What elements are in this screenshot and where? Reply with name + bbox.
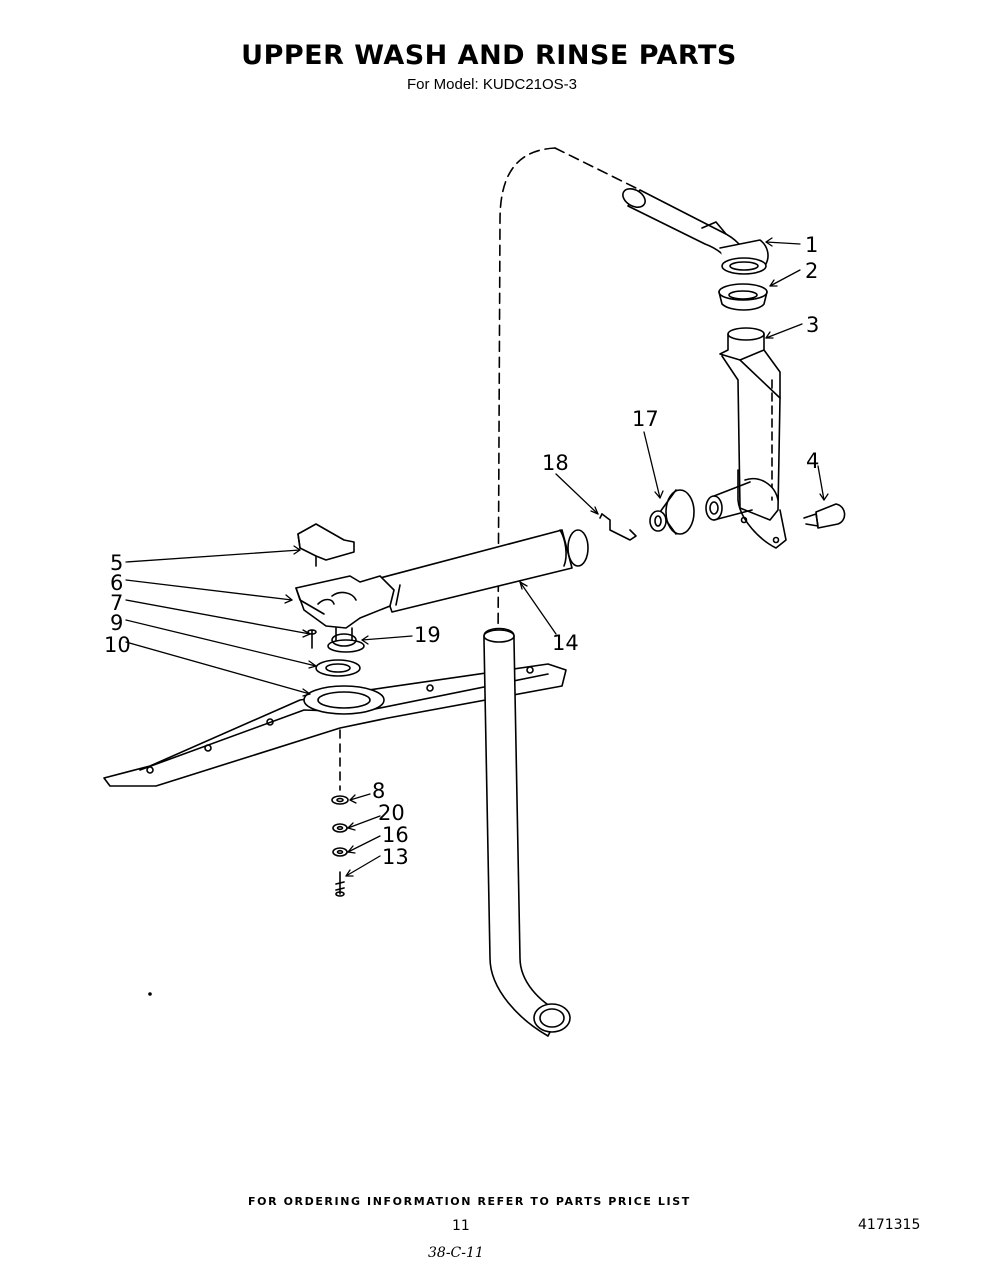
assembly-centerline-top [554,147,641,191]
callout-4: 4 [806,449,819,473]
callout-7: 7 [110,591,123,615]
part-10-spray-arm [103,663,567,787]
callout-18: 18 [542,451,569,475]
callout-13: 13 [382,845,409,869]
callout-6: 6 [110,571,123,595]
part-9-bearing [315,659,361,677]
part-20-washer [332,823,348,833]
part-4-plug [803,503,846,529]
callout-20: 20 [378,801,405,825]
part-17-cap [649,489,695,535]
part-6-hub [295,575,395,647]
ordering-info-note: FOR ORDERING INFORMATION REFER TO PARTS … [248,1195,691,1208]
part-14-supply-tube [379,529,589,613]
part-3-manifold [705,327,787,549]
callout-2: 2 [805,259,818,283]
handwritten-note: 38-C-11 [428,1245,484,1261]
stray-mark [148,992,152,996]
model-subtitle: For Model: KUDC21OS-3 [406,76,578,93]
part-16-washer [332,847,348,857]
part-1-elbow-hose [622,188,769,275]
document-number: 4171315 [858,1217,921,1233]
page-number: 11 [452,1218,470,1234]
part-5-lock [297,523,355,567]
part-8-washer [331,795,349,805]
leader-lines [125,237,829,877]
callout-8: 8 [372,779,385,803]
part-13-screw [335,871,345,897]
callout-5: 5 [110,551,123,575]
part-18-clip [599,513,637,541]
callout-9: 9 [110,611,123,635]
callout-1: 1 [805,233,818,257]
part-19-washer [327,639,365,653]
callout-16: 16 [382,823,409,847]
lower-feed-pipe [483,627,571,1037]
callout-3: 3 [806,313,819,337]
part-7-screw [307,629,317,649]
callout-numbers: 1 2 3 4 17 18 5 6 7 9 10 19 14 8 20 16 1… [104,233,819,869]
part-2-seal [718,283,768,311]
callout-19: 19 [414,623,441,647]
assembly-centerline [497,147,556,651]
callout-17: 17 [632,407,659,431]
callout-14: 14 [552,631,579,655]
callout-10: 10 [104,633,131,657]
page-title: UPPER WASH AND RINSE PARTS [241,40,737,71]
